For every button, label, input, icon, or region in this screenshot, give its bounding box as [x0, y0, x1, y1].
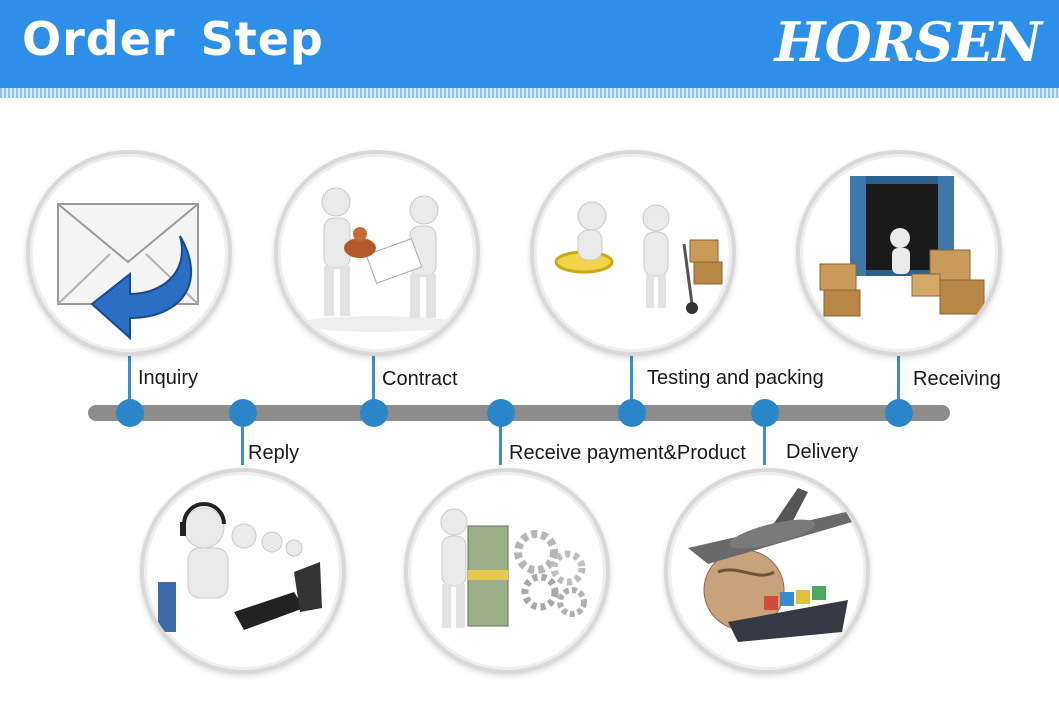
step-circle-inquiry — [26, 150, 232, 356]
header-bar: Order Step HORSEN — [0, 0, 1059, 88]
stem-delivery — [763, 413, 766, 465]
step-label-contract: Contract — [382, 368, 458, 390]
stem-receive — [499, 413, 502, 465]
envelope-reply-icon — [57, 203, 199, 341]
step-circle-receive — [404, 468, 610, 674]
page-title: Order Step — [22, 12, 324, 66]
timeline-bar — [88, 405, 950, 421]
timeline-dot-contract — [360, 399, 388, 427]
stem-contract — [372, 350, 375, 412]
timeline-dot-receive — [487, 399, 515, 427]
step-circle-contract — [274, 150, 480, 356]
container-boxes-icon — [819, 176, 985, 317]
step-label-testing: Testing and packing — [647, 367, 824, 389]
call-center-icon — [158, 502, 322, 632]
step-label-reply: Reply — [248, 442, 300, 464]
step-label-receive: Receive payment&Product — [509, 442, 746, 464]
money-gears-icon — [440, 508, 587, 628]
timeline-dot-receiving — [885, 399, 913, 427]
timeline-dot-testing — [618, 399, 646, 427]
step-circle-testing — [530, 150, 736, 356]
step-circle-receiving — [796, 150, 1002, 356]
timeline-dot-reply — [229, 399, 257, 427]
stem-testing — [630, 350, 633, 412]
step-label-inquiry: Inquiry — [138, 367, 199, 389]
magnifier-hand-truck-icon — [554, 201, 723, 314]
stem-inquiry — [128, 350, 131, 412]
step-label-delivery: Delivery — [786, 441, 859, 463]
step-circle-reply — [140, 468, 346, 674]
timeline-dot-delivery — [751, 399, 779, 427]
step-circle-delivery — [664, 468, 870, 674]
timeline-dot-inquiry — [116, 399, 144, 427]
contract-signing-icon — [297, 187, 457, 332]
brand-logo: HORSEN — [774, 10, 1042, 74]
header-stripe — [0, 88, 1059, 98]
plane-ship-globe-icon — [688, 488, 852, 642]
step-label-receiving: Receiving — [913, 368, 1001, 390]
stem-reply — [241, 413, 244, 465]
stem-receiving — [897, 350, 900, 412]
